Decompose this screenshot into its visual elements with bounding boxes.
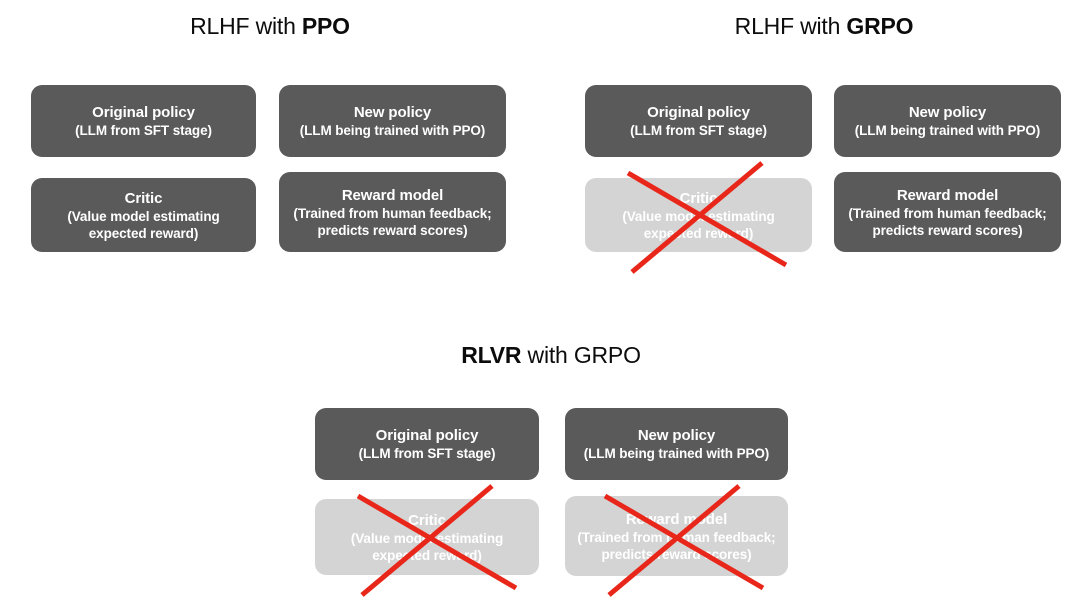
box-subtitle: (LLM being trained with PPO) xyxy=(583,446,770,461)
box-grpo-new-policy[interactable]: New policy (LLM being trained with PPO) xyxy=(834,85,1061,157)
box-title: Reward model xyxy=(341,186,444,204)
box-subtitle-line2: expected reward) xyxy=(88,225,199,241)
panel-title-ppo-emphasis: PPO xyxy=(301,13,350,39)
box-subtitle-line2: expected reward) xyxy=(643,225,754,241)
panel-title-rlvr-emphasis: RLVR xyxy=(461,342,522,368)
box-grpo-reward-model[interactable]: Reward model (Trained from human feedbac… xyxy=(834,172,1061,252)
box-title: Original policy xyxy=(92,104,195,121)
box-subtitle-line2: predicts reward scores) xyxy=(872,222,1023,238)
box-subtitle-line1: (Value model estimating xyxy=(622,208,775,224)
panel-title-grpo: RLHF with GRPO xyxy=(735,13,914,40)
box-title: Reward model xyxy=(896,186,999,204)
box-subtitle-line1: (Trained from human feedback; xyxy=(848,205,1047,221)
panel-title-grpo-prefix: RLHF with xyxy=(734,13,847,39)
box-title: Reward model xyxy=(625,510,728,528)
box-rlvr-original-policy[interactable]: Original policy (LLM from SFT stage) xyxy=(315,408,539,480)
box-ppo-reward-model[interactable]: Reward model (Trained from human feedbac… xyxy=(279,172,506,252)
box-subtitle-line1: (Trained from human feedback; xyxy=(293,205,492,221)
box-title: New policy xyxy=(637,427,716,444)
box-subtitle-line2: expected reward) xyxy=(372,547,482,563)
box-ppo-original-policy[interactable]: Original policy (LLM from SFT stage) xyxy=(31,85,256,157)
box-ppo-critic[interactable]: Critic (Value model estimating expected … xyxy=(31,178,256,252)
panel-title-ppo-prefix: RLHF with xyxy=(190,13,302,39)
box-rlvr-new-policy[interactable]: New policy (LLM being trained with PPO) xyxy=(565,408,788,480)
box-title: New policy xyxy=(353,104,432,121)
box-subtitle: (LLM being trained with PPO) xyxy=(299,123,486,138)
panel-title-rlvr-suffix: with GRPO xyxy=(521,342,641,368)
box-subtitle-line2: predicts reward scores) xyxy=(601,546,752,562)
box-subtitle-line1: (Value model estimating xyxy=(67,208,220,224)
box-title: Original policy xyxy=(375,427,479,444)
box-title: Critic xyxy=(679,189,718,207)
box-subtitle-line1: (Trained from human feedback; xyxy=(577,529,776,545)
box-title: Original policy xyxy=(647,104,750,121)
box-title: New policy xyxy=(908,104,987,121)
panel-title-rlvr: RLVR with GRPO xyxy=(461,342,641,369)
box-subtitle-line2: predicts reward scores) xyxy=(317,222,468,238)
box-rlvr-critic-removed[interactable]: Critic (Value model estimating expected … xyxy=(315,499,539,575)
panel-title-grpo-emphasis: GRPO xyxy=(846,13,914,39)
box-title: Critic xyxy=(124,189,163,207)
box-subtitle: (LLM being trained with PPO) xyxy=(854,123,1041,138)
box-subtitle: (LLM from SFT stage) xyxy=(358,446,496,461)
panel-title-ppo: RLHF with PPO xyxy=(190,13,350,40)
box-subtitle-line1: (Value model estimating xyxy=(350,530,504,546)
box-subtitle: (LLM from SFT stage) xyxy=(75,123,212,138)
box-grpo-critic-removed[interactable]: Critic (Value model estimating expected … xyxy=(585,178,812,252)
box-subtitle: (LLM from SFT stage) xyxy=(630,123,767,138)
box-ppo-new-policy[interactable]: New policy (LLM being trained with PPO) xyxy=(279,85,506,157)
box-grpo-original-policy[interactable]: Original policy (LLM from SFT stage) xyxy=(585,85,812,157)
box-title: Critic xyxy=(408,511,446,529)
box-rlvr-reward-model-removed[interactable]: Reward model (Trained from human feedbac… xyxy=(565,496,788,576)
